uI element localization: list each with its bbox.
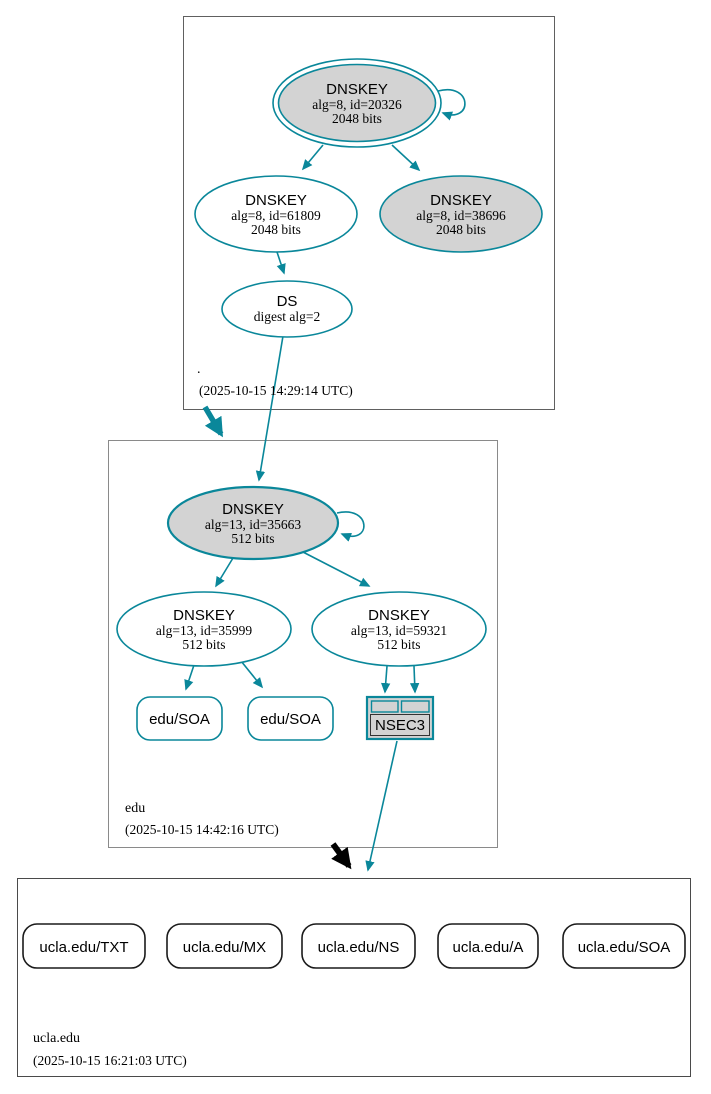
edu-soa-2-rect bbox=[247, 696, 334, 741]
edge-ds-to-edu-ksk bbox=[255, 335, 284, 482]
root-zsk-ellipse bbox=[194, 175, 358, 253]
zone-box-edu bbox=[108, 440, 498, 848]
node-ucla-soa: ucla.edu/SOA bbox=[562, 923, 686, 969]
node-ucla-a: ucla.edu/A bbox=[437, 923, 539, 969]
node-ucla-txt: ucla.edu/TXT bbox=[22, 923, 146, 969]
edu-soa-1-rect bbox=[136, 696, 223, 741]
edge-edu-ksk-selfsign bbox=[336, 511, 365, 542]
edge-nsec3-to-ucla bbox=[365, 740, 398, 872]
node-edu-soa-1: edu/SOA bbox=[136, 696, 223, 741]
edu-ksk-params: alg=13, id=35663 bbox=[205, 517, 301, 532]
root-ksk-title: DNSKEY bbox=[326, 81, 388, 98]
edge-zsk-a-to-soa2 bbox=[240, 660, 264, 689]
ucla-zone-label: ucla.edu bbox=[33, 1031, 80, 1046]
root-standby-ellipse bbox=[379, 175, 543, 253]
ucla-soa-rect bbox=[562, 923, 686, 969]
ucla-mx-rect bbox=[166, 923, 283, 969]
node-edu-ksk: DNSKEY alg=13, id=35663 512 bits bbox=[166, 485, 340, 561]
node-root-ksk: DNSKEY alg=8, id=20326 2048 bits bbox=[272, 58, 442, 148]
edu-zone-timestamp: (2025-10-15 14:42:16 UTC) bbox=[125, 822, 279, 837]
edge-zsk-b-to-nsec3-1 bbox=[380, 665, 391, 694]
node-ucla-mx: ucla.edu/MX bbox=[166, 923, 283, 969]
ucla-a-label: ucla.edu/A bbox=[453, 939, 524, 956]
ucla-ns-label: ucla.edu/NS bbox=[318, 939, 400, 956]
edu-zsk-a-params: alg=13, id=35999 bbox=[156, 623, 252, 638]
ucla-soa-label: ucla.edu/SOA bbox=[578, 939, 671, 956]
edge-root-ksk-selfsign bbox=[437, 88, 466, 121]
nsec3-label: NSEC3 bbox=[375, 717, 425, 734]
node-root-standby-key: DNSKEY alg=8, id=38696 2048 bits bbox=[379, 175, 543, 253]
root-zsk-params: alg=8, id=61809 bbox=[231, 208, 321, 223]
node-ucla-ns: ucla.edu/NS bbox=[301, 923, 416, 969]
edge-root-ksk-to-standby bbox=[391, 144, 421, 172]
root-zsk-size: 2048 bits bbox=[251, 222, 301, 237]
edge-edu-ksk-to-zsk-b bbox=[300, 550, 371, 587]
ucla-txt-rect bbox=[22, 923, 146, 969]
edge-delegation-edu-to-ucla bbox=[330, 842, 352, 870]
edu-zsk-b-title: DNSKEY bbox=[368, 607, 430, 624]
zone-box-root bbox=[183, 16, 555, 410]
edu-soa-2-label: edu/SOA bbox=[260, 711, 321, 728]
edu-zsk-b-size: 512 bits bbox=[377, 637, 420, 652]
root-standby-params: alg=8, id=38696 bbox=[416, 208, 506, 223]
ucla-a-rect bbox=[437, 923, 539, 969]
ds-ellipse bbox=[221, 280, 353, 338]
ucla-zone-timestamp: (2025-10-15 16:21:03 UTC) bbox=[33, 1053, 187, 1068]
edu-zsk-a-title: DNSKEY bbox=[173, 607, 235, 624]
node-edu-zsk-a: DNSKEY alg=13, id=35999 512 bits bbox=[116, 591, 292, 667]
node-root-zsk: DNSKEY alg=8, id=61809 2048 bits bbox=[194, 175, 358, 253]
edu-zsk-a-size: 512 bits bbox=[182, 637, 225, 652]
root-zone-timestamp: (2025-10-15 14:29:14 UTC) bbox=[199, 383, 353, 398]
ucla-txt-label: ucla.edu/TXT bbox=[39, 939, 128, 956]
zone-ucla: ucla.edu/TXT ucla.edu/MX ucla.edu/NS ucl… bbox=[22, 923, 686, 1068]
edge-delegation-root-to-edu bbox=[202, 405, 224, 438]
edu-ksk-ellipse bbox=[166, 485, 340, 561]
zone-edu: DNSKEY alg=13, id=35663 512 bits DNSKEY … bbox=[116, 485, 487, 837]
ucla-ns-rect bbox=[301, 923, 416, 969]
root-ksk-size: 2048 bits bbox=[332, 111, 382, 126]
zone-box-ucla bbox=[17, 878, 691, 1077]
edu-ksk-title: DNSKEY bbox=[222, 501, 284, 518]
zone-root: DNSKEY alg=8, id=20326 2048 bits DNSKEY … bbox=[194, 58, 543, 398]
node-edu-soa-2: edu/SOA bbox=[247, 696, 334, 741]
edge-zsk-a-to-soa1 bbox=[184, 664, 195, 691]
root-zone-label: . bbox=[197, 362, 201, 377]
node-edu-zsk-b: DNSKEY alg=13, id=59321 512 bits bbox=[311, 591, 487, 667]
root-standby-size: 2048 bits bbox=[436, 222, 486, 237]
edge-zsk-b-to-nsec3-2 bbox=[409, 665, 420, 694]
ds-title: DS bbox=[277, 293, 298, 310]
edu-zone-label: edu bbox=[125, 801, 145, 816]
nsec3-label-cell bbox=[370, 714, 430, 736]
edu-zsk-b-params: alg=13, id=59321 bbox=[351, 623, 447, 638]
root-ksk-params: alg=8, id=20326 bbox=[312, 97, 402, 112]
edges bbox=[184, 88, 466, 872]
edu-ksk-size: 512 bits bbox=[231, 531, 274, 546]
ds-params: digest alg=2 bbox=[254, 309, 320, 324]
node-nsec3: NSEC3 bbox=[365, 695, 435, 741]
nsec3-sig-cell-1 bbox=[370, 700, 399, 713]
root-ksk-inner-ring bbox=[277, 63, 437, 143]
nsec3-sig-cell-2 bbox=[400, 700, 430, 713]
edu-soa-1-label: edu/SOA bbox=[149, 711, 210, 728]
root-standby-title: DNSKEY bbox=[430, 192, 492, 209]
node-ds: DS digest alg=2 bbox=[221, 280, 353, 338]
edu-zsk-a-ellipse bbox=[116, 591, 292, 667]
edge-root-zsk-to-ds bbox=[276, 251, 286, 275]
edge-root-ksk-to-zsk bbox=[301, 144, 324, 171]
ucla-mx-label: ucla.edu/MX bbox=[183, 939, 266, 956]
edge-edu-ksk-to-zsk-a bbox=[215, 557, 234, 588]
edu-zsk-b-ellipse bbox=[311, 591, 487, 667]
root-zsk-title: DNSKEY bbox=[245, 192, 307, 209]
